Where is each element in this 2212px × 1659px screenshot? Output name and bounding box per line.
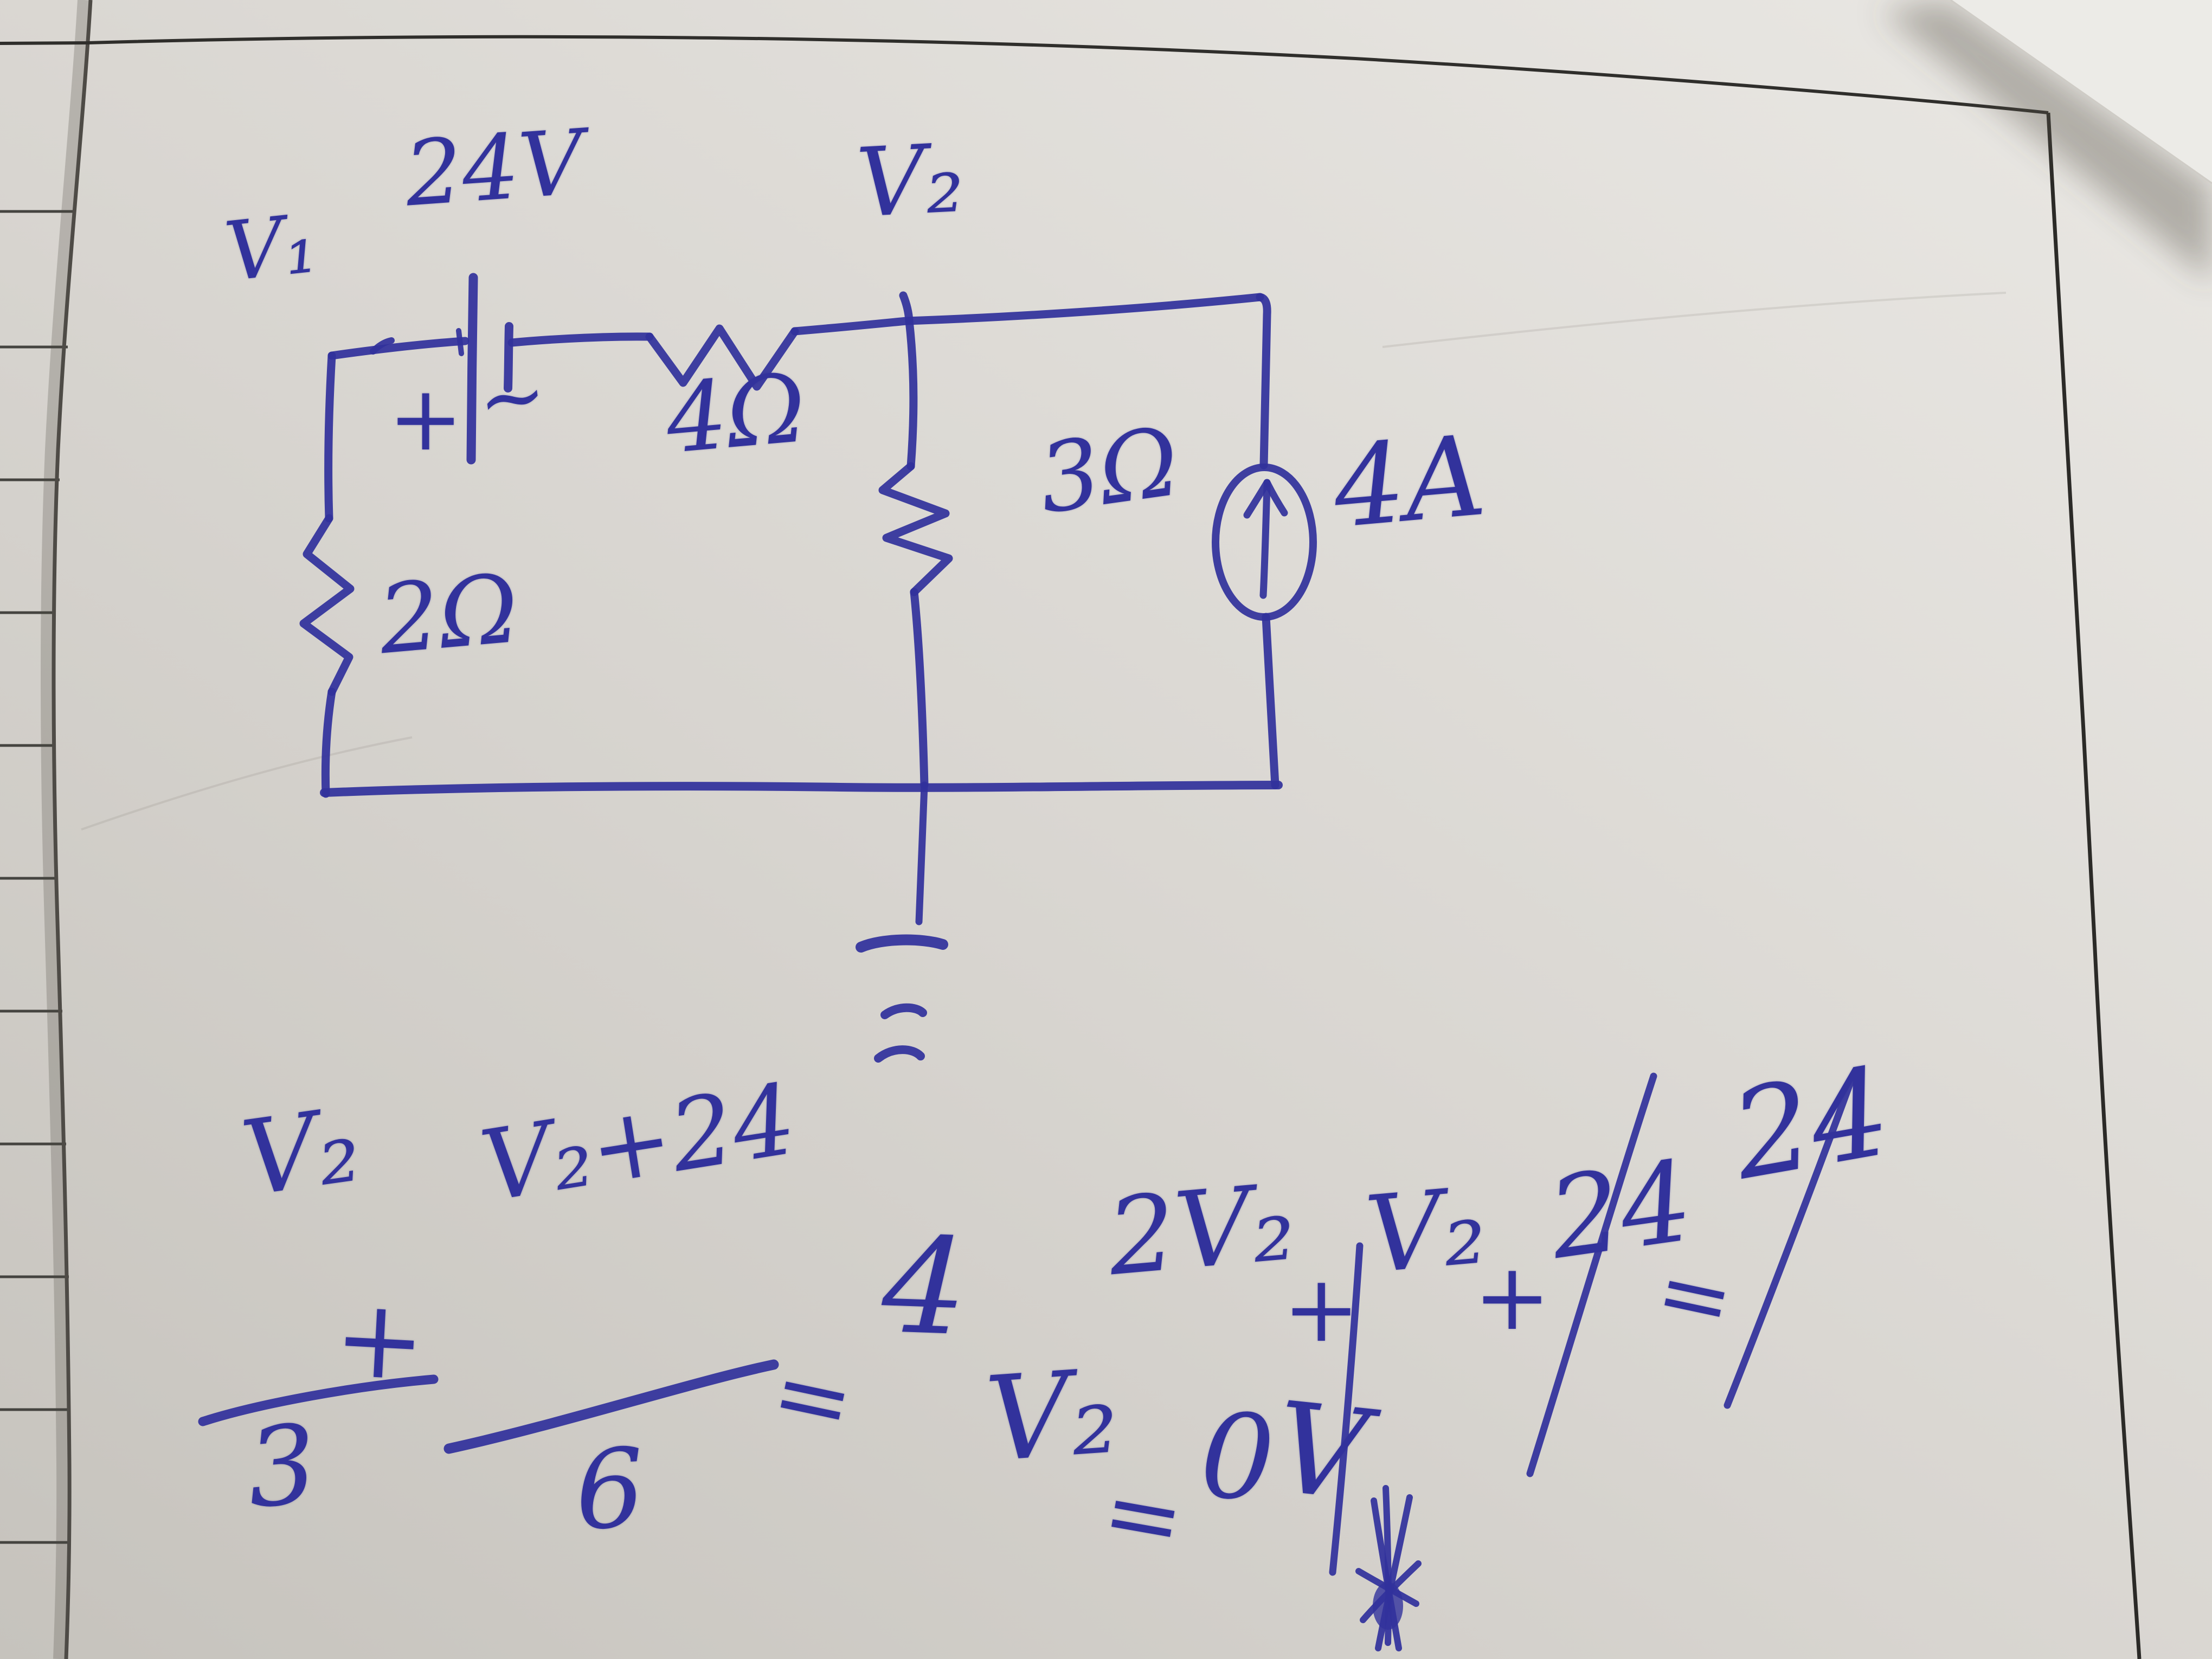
node2-label: V₂	[854, 123, 967, 239]
battery-icon	[466, 273, 513, 465]
equation-ink	[198, 1071, 1857, 1651]
eq3-unit: V	[1269, 1375, 1374, 1529]
right-border-line	[2046, 112, 2142, 1659]
scribble-star-icon	[1355, 1485, 1422, 1651]
eq2-term2: V₂	[1361, 1163, 1490, 1297]
sheet-left-edge	[41, 0, 93, 1659]
eq2-plus1: +	[1283, 1256, 1360, 1363]
eq1-fraction2-denominator: 6	[572, 1425, 648, 1555]
overlay-sheet-corner	[1881, 0, 2212, 282]
node1-label: V₁	[220, 196, 321, 300]
resistor-4ohm-symbol	[645, 324, 799, 391]
right-wire-upper	[1256, 293, 1271, 470]
middle-branch-upper	[899, 291, 918, 471]
strikethrough-mark-1	[1526, 1072, 1657, 1477]
circuit-drawing	[299, 273, 1317, 1063]
eq1-fraction1-denominator: 3	[242, 1400, 322, 1533]
current-source-label: 4A	[1328, 411, 1490, 554]
eq1-fraction1-numerator: V₂	[235, 1084, 366, 1220]
eq1-plus-sign: +	[331, 1275, 429, 1406]
battery-plus-sign: +	[388, 366, 464, 471]
overlay-sheet-shadow	[1881, 0, 2212, 282]
ruled-lines	[0, 210, 76, 1544]
eq3-lhs: V₂	[981, 1343, 1122, 1488]
battery-minus-sign: ~	[472, 346, 553, 449]
eq1-result: 4	[879, 1208, 970, 1366]
wire-nub	[370, 337, 395, 355]
eq2-plus2: +	[1474, 1244, 1551, 1351]
eq3-value: 0	[1198, 1388, 1277, 1527]
left-wire-lower	[321, 687, 336, 798]
middle-branch-lower	[910, 588, 929, 789]
page-border-lines	[0, 35, 2142, 1659]
left-wire-upper	[324, 351, 336, 523]
resistor-3ohm-label: 3Ω	[1032, 407, 1186, 536]
v-ascender-stroke	[1329, 1242, 1364, 1576]
fraction-bar-1	[198, 1374, 439, 1426]
ground-icon	[856, 781, 948, 1063]
wire-battery-to-resistor	[507, 332, 654, 347]
voltage-source-label: 24V	[402, 110, 587, 227]
top-wire-right	[790, 293, 1264, 336]
resistor-2ohm-label: 2Ω	[374, 554, 523, 676]
wire-tick	[456, 328, 464, 356]
eq2-cancelled-term2: 24	[1722, 1040, 1900, 1208]
right-wire-lower	[1262, 613, 1279, 789]
current-source-icon	[1212, 464, 1317, 621]
eq2-term1: 2V₂	[1103, 1160, 1300, 1300]
resistor-3ohm-symbol	[878, 462, 953, 596]
resistor-2ohm-symbol	[299, 514, 355, 696]
arrow-up-icon	[1259, 482, 1271, 599]
top-wire	[327, 337, 470, 360]
top-border-line	[0, 35, 2049, 114]
resistor-4ohm-label: 4Ω	[661, 353, 810, 475]
eq3-equals-sign: =	[1095, 1455, 1192, 1578]
fraction-bar-2	[443, 1359, 779, 1454]
bottom-wire	[320, 781, 1283, 797]
paper-creases	[81, 292, 2007, 831]
strikethrough-mark-2	[1724, 1071, 1857, 1409]
